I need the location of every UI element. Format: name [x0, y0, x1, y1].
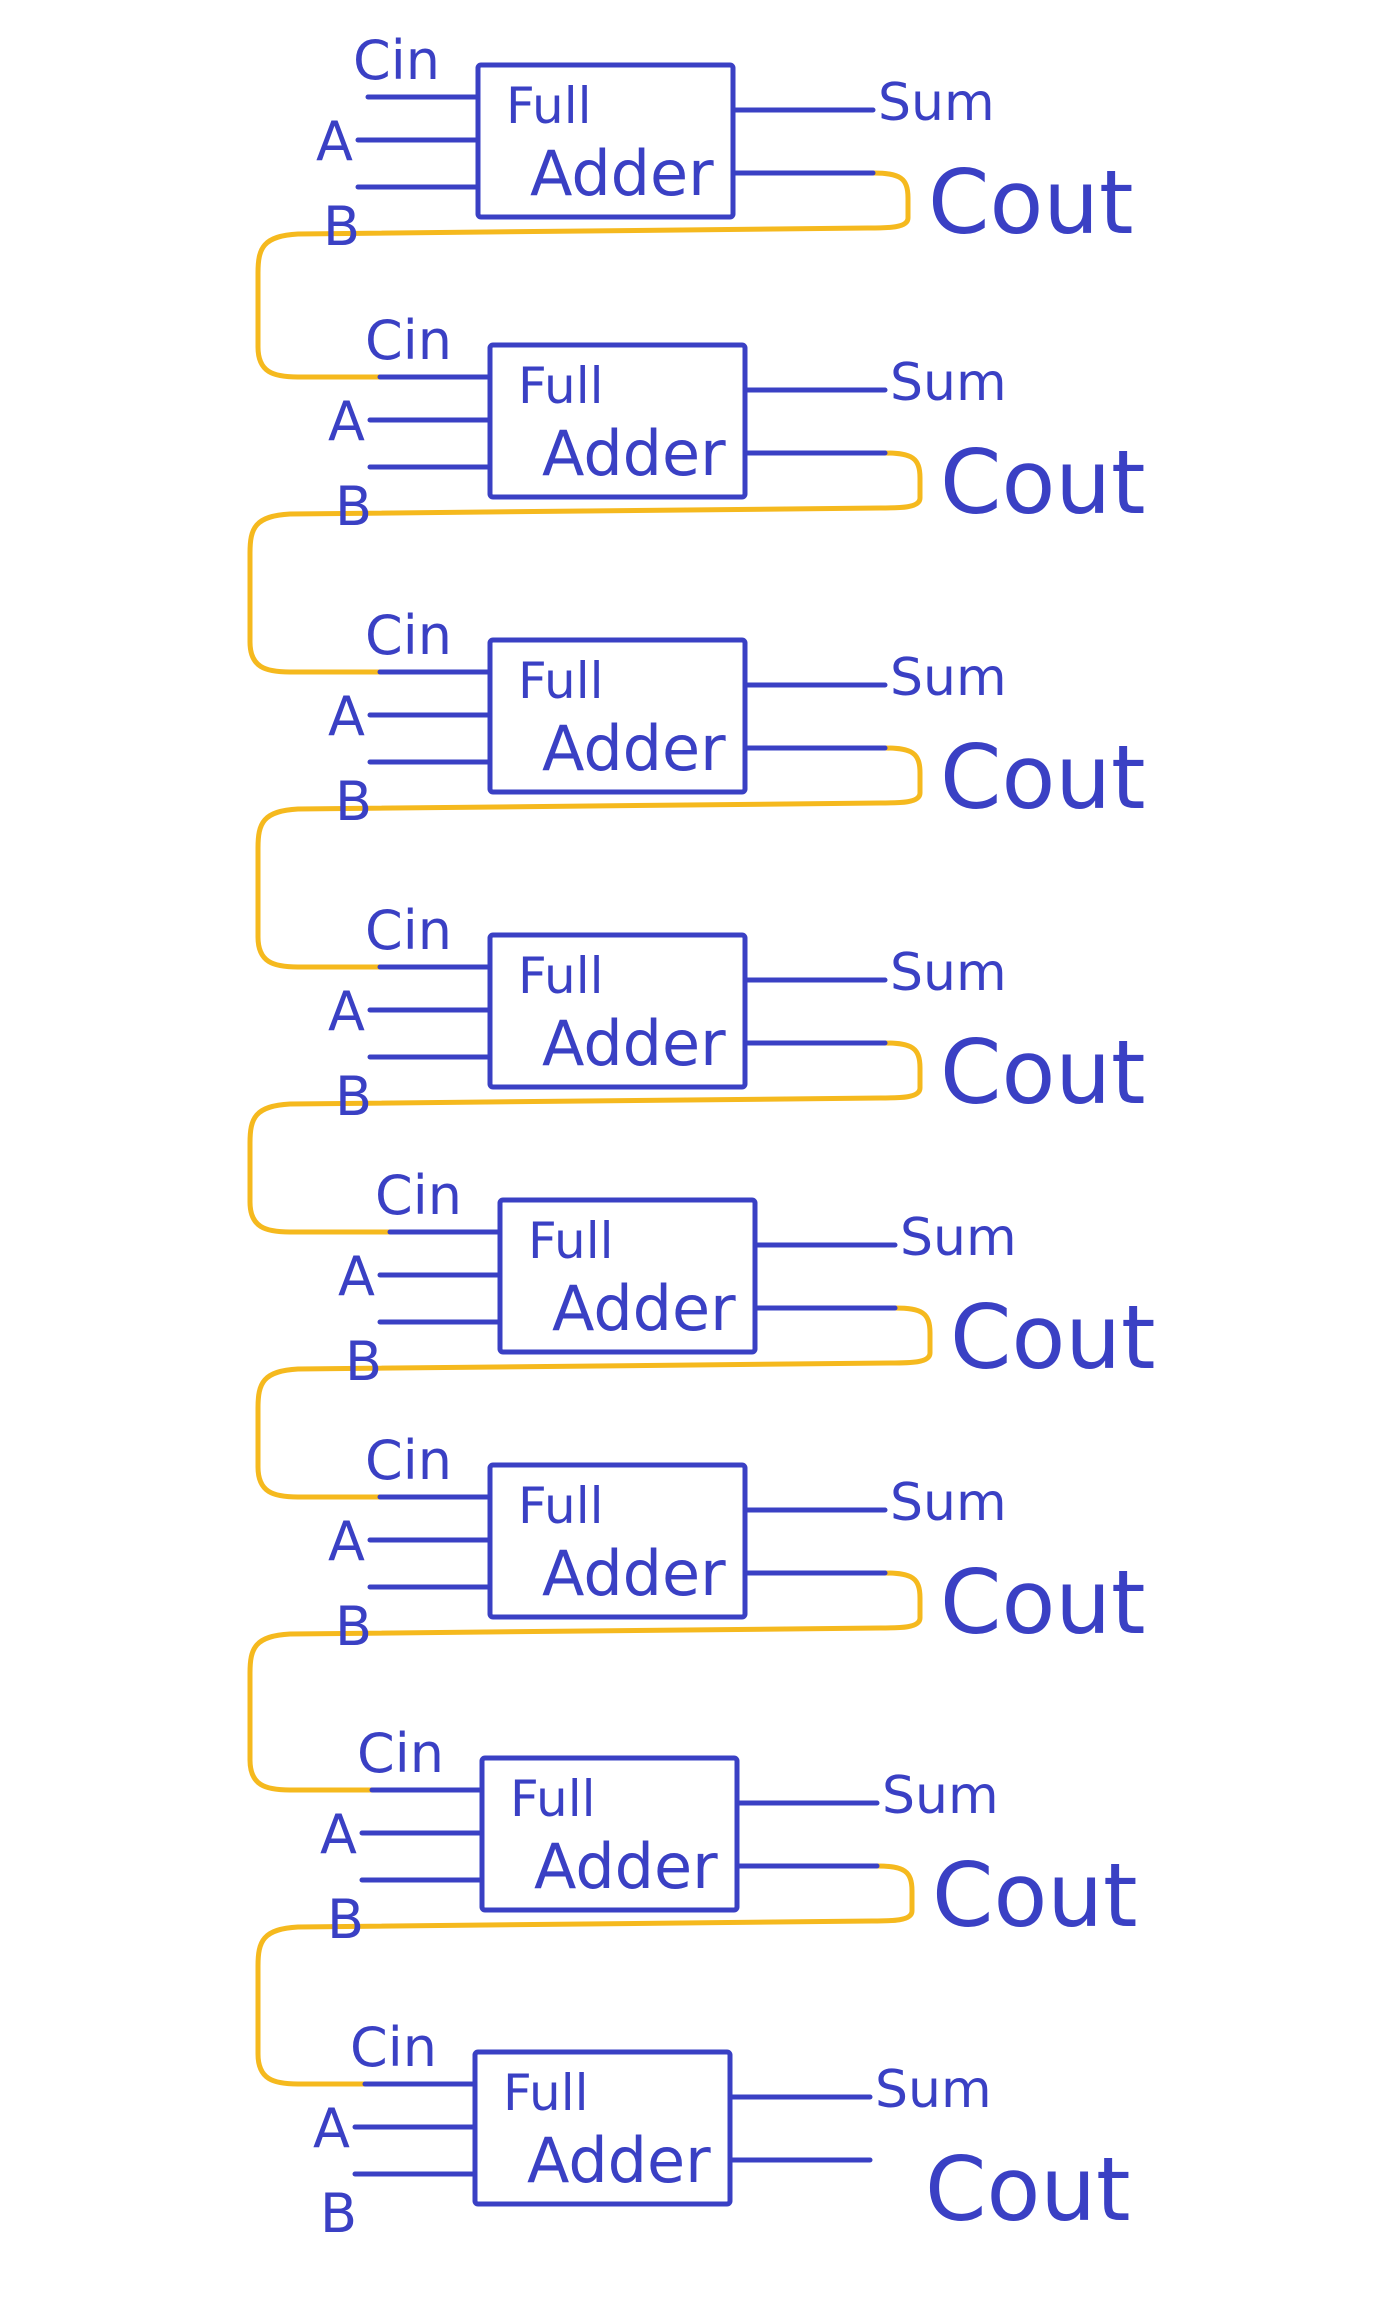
block-title-full: Full [510, 1770, 596, 1828]
b-label: B [335, 1595, 372, 1658]
carry-wire [255, 170, 911, 380]
cin-label: Cin [375, 1164, 462, 1227]
b-label: B [327, 1888, 364, 1951]
block-title-adder: Adder [534, 1830, 718, 1903]
b-label: B [335, 770, 372, 833]
block-title-full: Full [506, 77, 592, 135]
cout-label: Cout [940, 1021, 1146, 1124]
sum-label: Sum [890, 1473, 1007, 1533]
b-label: B [345, 1330, 382, 1393]
carry-wire [247, 450, 923, 675]
block-title-full: Full [518, 947, 604, 1005]
cin-label: Cin [353, 29, 440, 92]
b-label: B [320, 2182, 357, 2245]
carry-wire [255, 1305, 933, 1500]
a-label: A [316, 110, 353, 173]
block-title-adder: Adder [542, 712, 726, 785]
cin-label: Cin [357, 1722, 444, 1785]
cout-label: Cout [925, 2138, 1131, 2241]
block-title-full: Full [518, 1477, 604, 1535]
sum-label: Sum [890, 943, 1007, 1003]
block-title-adder: Adder [542, 417, 726, 490]
sum-label: Sum [890, 353, 1007, 413]
cout-label: Cout [950, 1286, 1156, 1389]
carry-wire [247, 1040, 923, 1235]
sum-label: Sum [890, 648, 1007, 708]
b-label: B [323, 195, 360, 258]
block-title-adder: Adder [542, 1537, 726, 1610]
b-label: B [335, 1065, 372, 1128]
a-label: A [328, 980, 365, 1043]
carry-wire [255, 745, 923, 970]
carry-wires [247, 170, 933, 2087]
sum-label: Sum [878, 73, 995, 133]
cin-label: Cin [365, 309, 452, 372]
cin-label: Cin [365, 1429, 452, 1492]
sum-label: Sum [900, 1208, 1017, 1268]
block-title-full: Full [503, 2064, 589, 2122]
block-title-adder: Adder [542, 1007, 726, 1080]
cout-label: Cout [928, 151, 1134, 254]
a-label: A [328, 390, 365, 453]
sum-label: Sum [875, 2060, 992, 2120]
block-title-full: Full [518, 652, 604, 710]
adder-stages: FullAdderCinABSumCoutFullAdderCinABSumCo… [313, 29, 1156, 2245]
block-title-adder: Adder [527, 2124, 711, 2197]
cout-label: Cout [932, 1844, 1138, 1947]
cout-label: Cout [940, 726, 1146, 829]
b-label: B [335, 475, 372, 538]
carry-wire [247, 1570, 923, 1793]
cout-label: Cout [940, 431, 1146, 534]
cin-label: Cin [350, 2016, 437, 2079]
cin-label: Cin [365, 899, 452, 962]
block-title-adder: Adder [552, 1272, 736, 1345]
carry-wire [255, 1863, 915, 2087]
block-title-full: Full [528, 1212, 614, 1270]
a-label: A [338, 1245, 375, 1308]
block-title-adder: Adder [530, 137, 714, 210]
a-label: A [313, 2097, 350, 2160]
a-label: A [320, 1803, 357, 1866]
sum-label: Sum [882, 1766, 999, 1826]
block-title-full: Full [518, 357, 604, 415]
a-label: A [328, 685, 365, 748]
cout-label: Cout [940, 1551, 1146, 1654]
a-label: A [328, 1510, 365, 1573]
cin-label: Cin [365, 604, 452, 667]
